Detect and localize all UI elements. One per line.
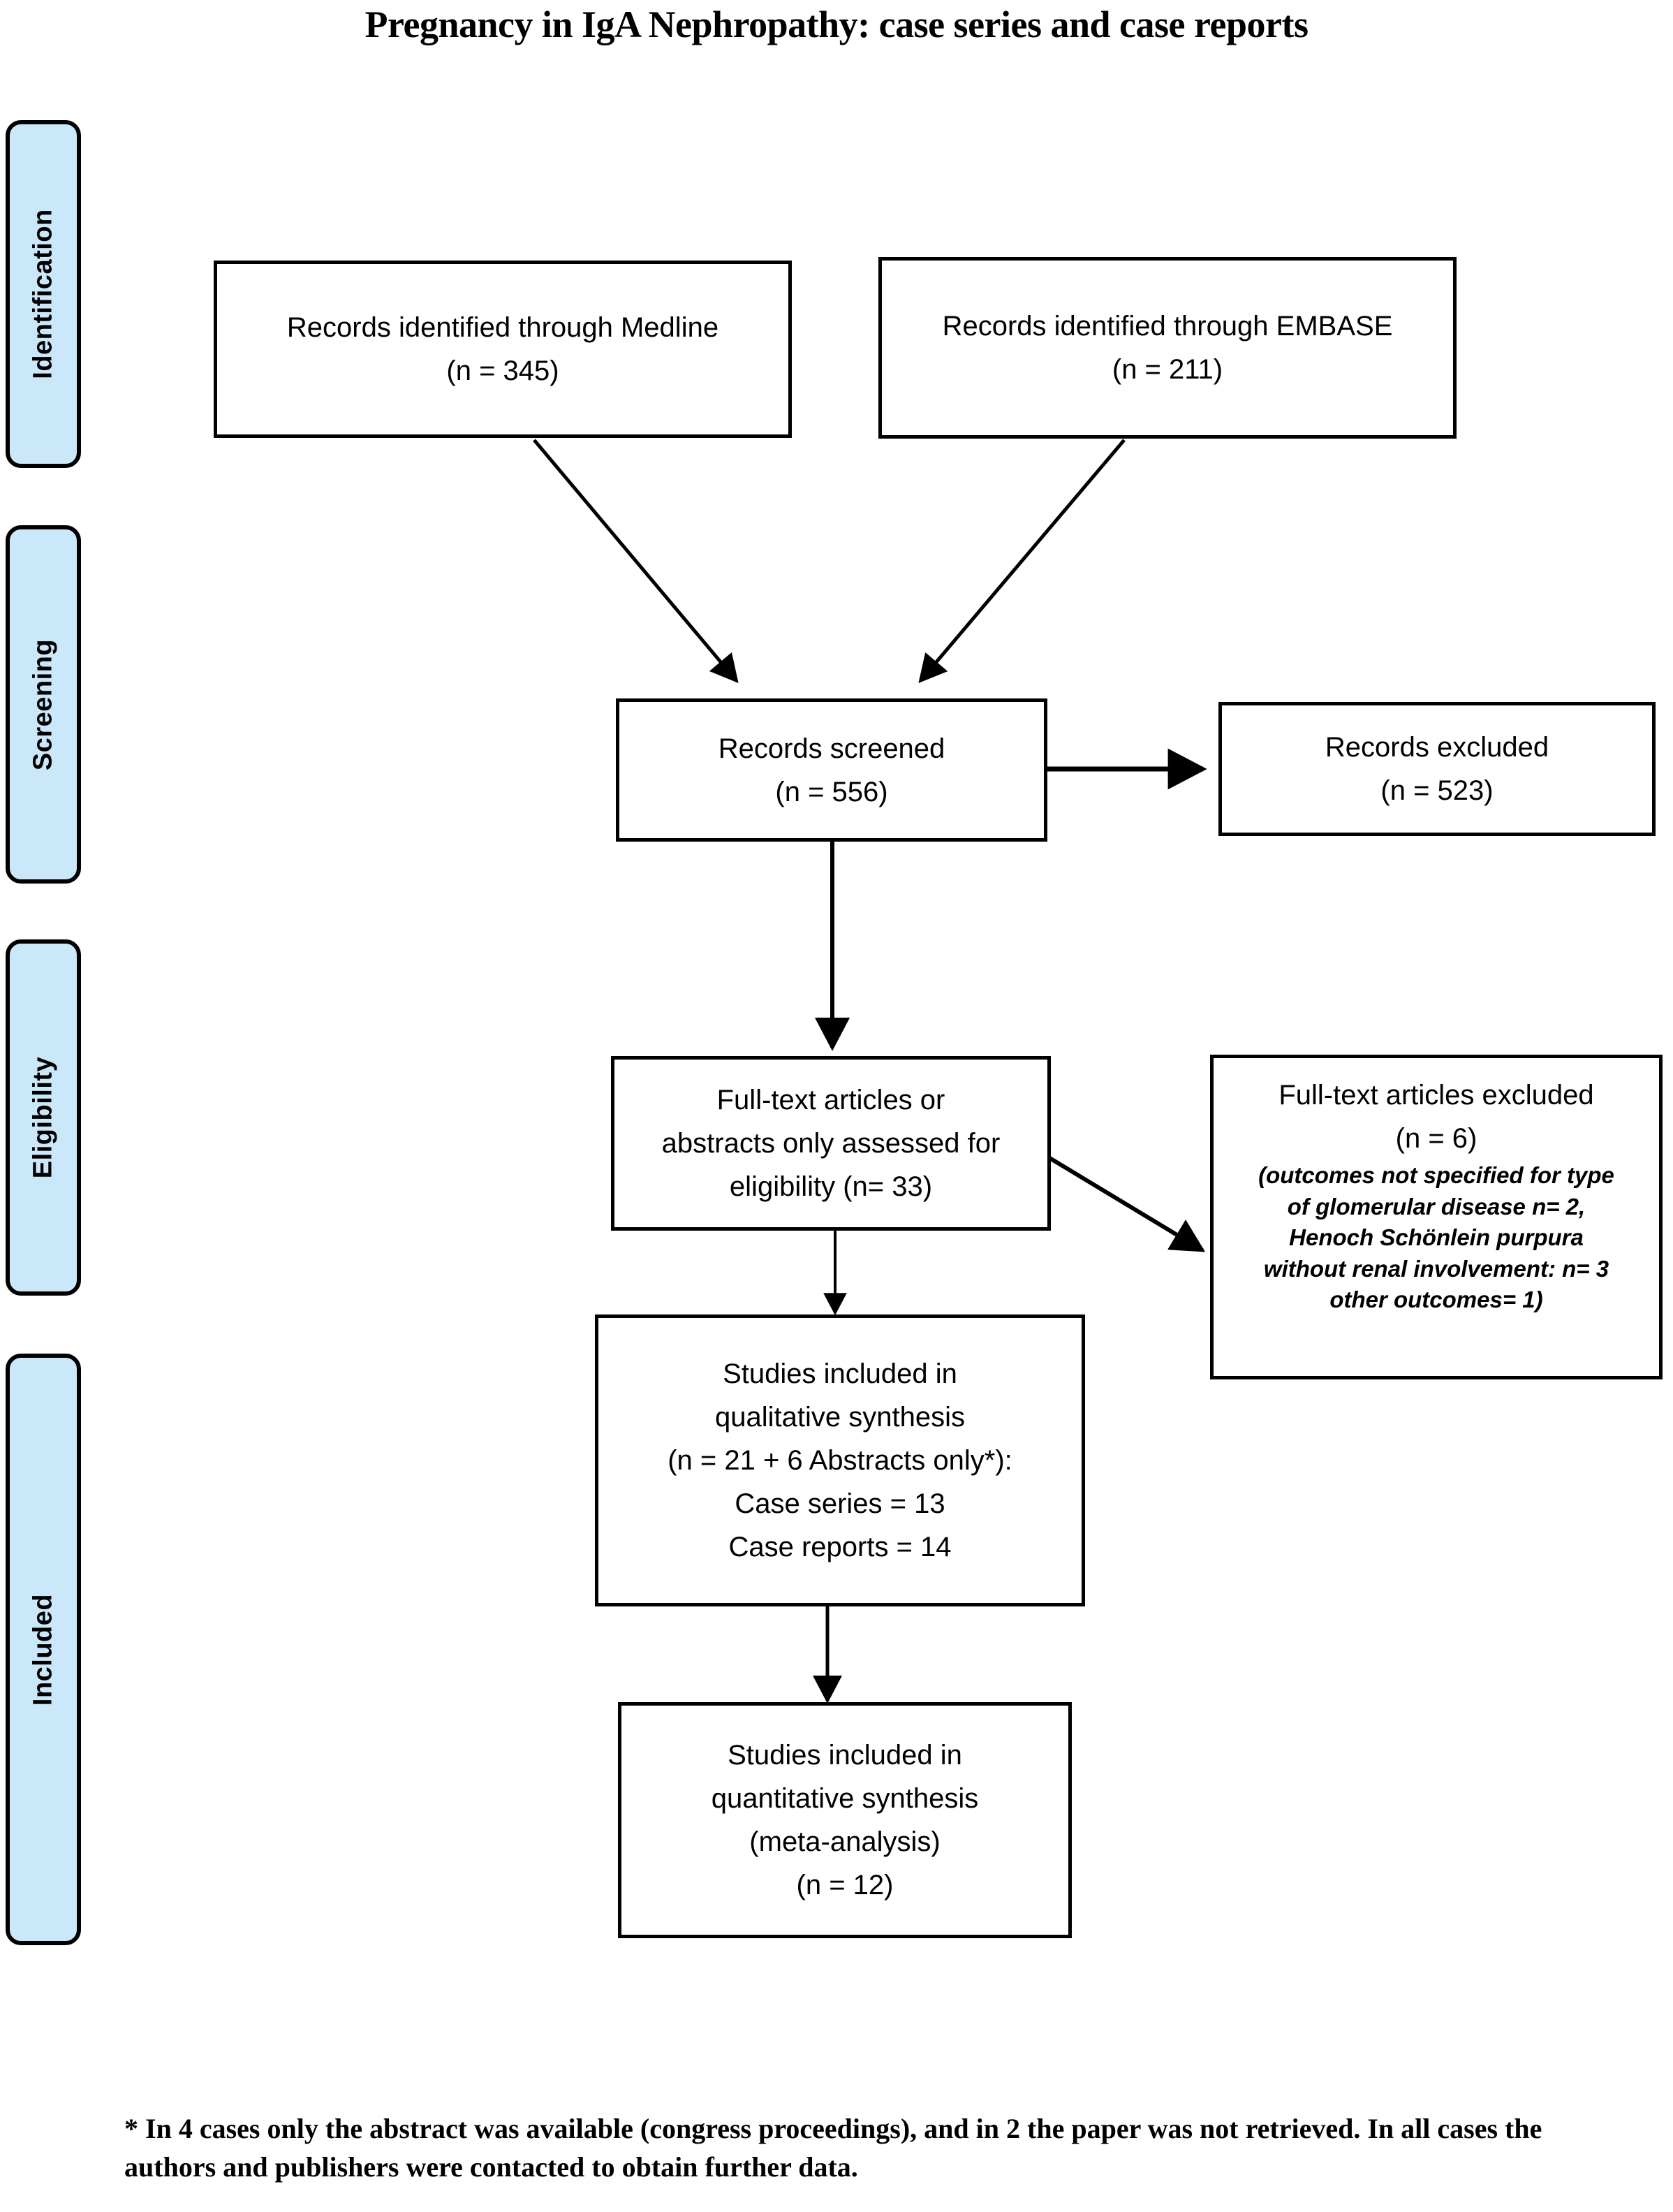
box-records-screened: Records screened (n = 556) <box>616 698 1047 842</box>
box-line: Full-text articles or <box>716 1085 945 1115</box>
box-records-identified-medline: Records identified through Medline (n = … <box>214 261 792 438</box>
box-line-reason: of glomerular disease n= 2, <box>1287 1193 1586 1219</box>
phase-label-identification: Identification <box>28 209 58 379</box>
box-records-identified-embase: Records identified through EMBASE (n = 2… <box>878 257 1457 439</box>
box-line: Records identified through Medline <box>286 312 719 343</box>
phase-rail-included: Included <box>6 1354 81 1945</box>
box-line: Studies included in <box>723 1358 957 1389</box>
box-line: Case series = 13 <box>735 1488 945 1519</box>
box-line: Studies included in <box>728 1740 962 1771</box>
box-line-reason: Henoch Schönlein purpura <box>1289 1224 1584 1251</box>
box-fulltext-assessed-eligibility: Full-text articles or abstracts only ass… <box>611 1056 1051 1231</box>
box-line: (n = 345) <box>446 356 559 386</box>
box-line: Records identified through EMBASE <box>942 311 1393 342</box>
box-line: (n = 523) <box>1380 775 1494 806</box>
box-line: Full-text articles excluded <box>1278 1080 1594 1111</box>
phase-label-eligibility: Eligibility <box>28 1056 58 1179</box>
box-fulltext-articles-excluded: Full-text articles excluded (n = 6) (out… <box>1210 1055 1663 1379</box>
box-line: qualitative synthesis <box>715 1402 965 1433</box>
box-line: quantitative synthesis <box>711 1783 979 1814</box>
box-line: (meta-analysis) <box>749 1826 941 1857</box>
phase-label-included: Included <box>28 1593 58 1706</box>
page-title: Pregnancy in IgA Nephropathy: case serie… <box>364 3 1309 45</box>
box-line: abstracts only assessed for <box>661 1128 1001 1159</box>
arrow-embase-to-screened <box>918 439 1126 684</box>
phase-label-screening: Screening <box>28 638 58 770</box>
footnote-text: * In 4 cases only the abstract was avail… <box>124 2113 1542 2183</box>
arrow-medline-to-screened <box>533 439 739 684</box>
box-line: Records screened <box>718 733 945 764</box>
box-line: (n = 12) <box>796 1870 894 1900</box>
arrow-eligibility-to-fulltext-excluded <box>1042 1152 1206 1252</box>
box-studies-quantitative-synthesis: Studies included in quantitative synthes… <box>618 1702 1072 1938</box>
box-line-reason: without renal involvement: n= 3 <box>1263 1255 1609 1282</box>
box-line: (n = 6) <box>1395 1123 1477 1154</box>
box-line: (n = 211) <box>1112 354 1223 385</box>
phase-rail-eligibility: Eligibility <box>6 939 81 1296</box>
phase-rail-screening: Screening <box>6 525 81 884</box>
box-line: Case reports = 14 <box>728 1532 952 1562</box>
box-line-reason: other outcomes= 1) <box>1329 1287 1543 1313</box>
box-line: eligibility (n= 33) <box>729 1171 933 1202</box>
box-records-excluded: Records excluded (n = 523) <box>1218 702 1656 836</box>
phase-rail-identification: Identification <box>6 120 81 468</box>
box-line: (n = 556) <box>775 776 888 807</box>
box-line-reason: (outcomes not specified for type <box>1258 1162 1614 1188</box>
box-line: (n = 21 + 6 Abstracts only*): <box>668 1445 1012 1476</box>
box-line: Records excluded <box>1325 732 1549 763</box>
box-studies-qualitative-synthesis: Studies included in qualitative synthesi… <box>595 1314 1085 1606</box>
